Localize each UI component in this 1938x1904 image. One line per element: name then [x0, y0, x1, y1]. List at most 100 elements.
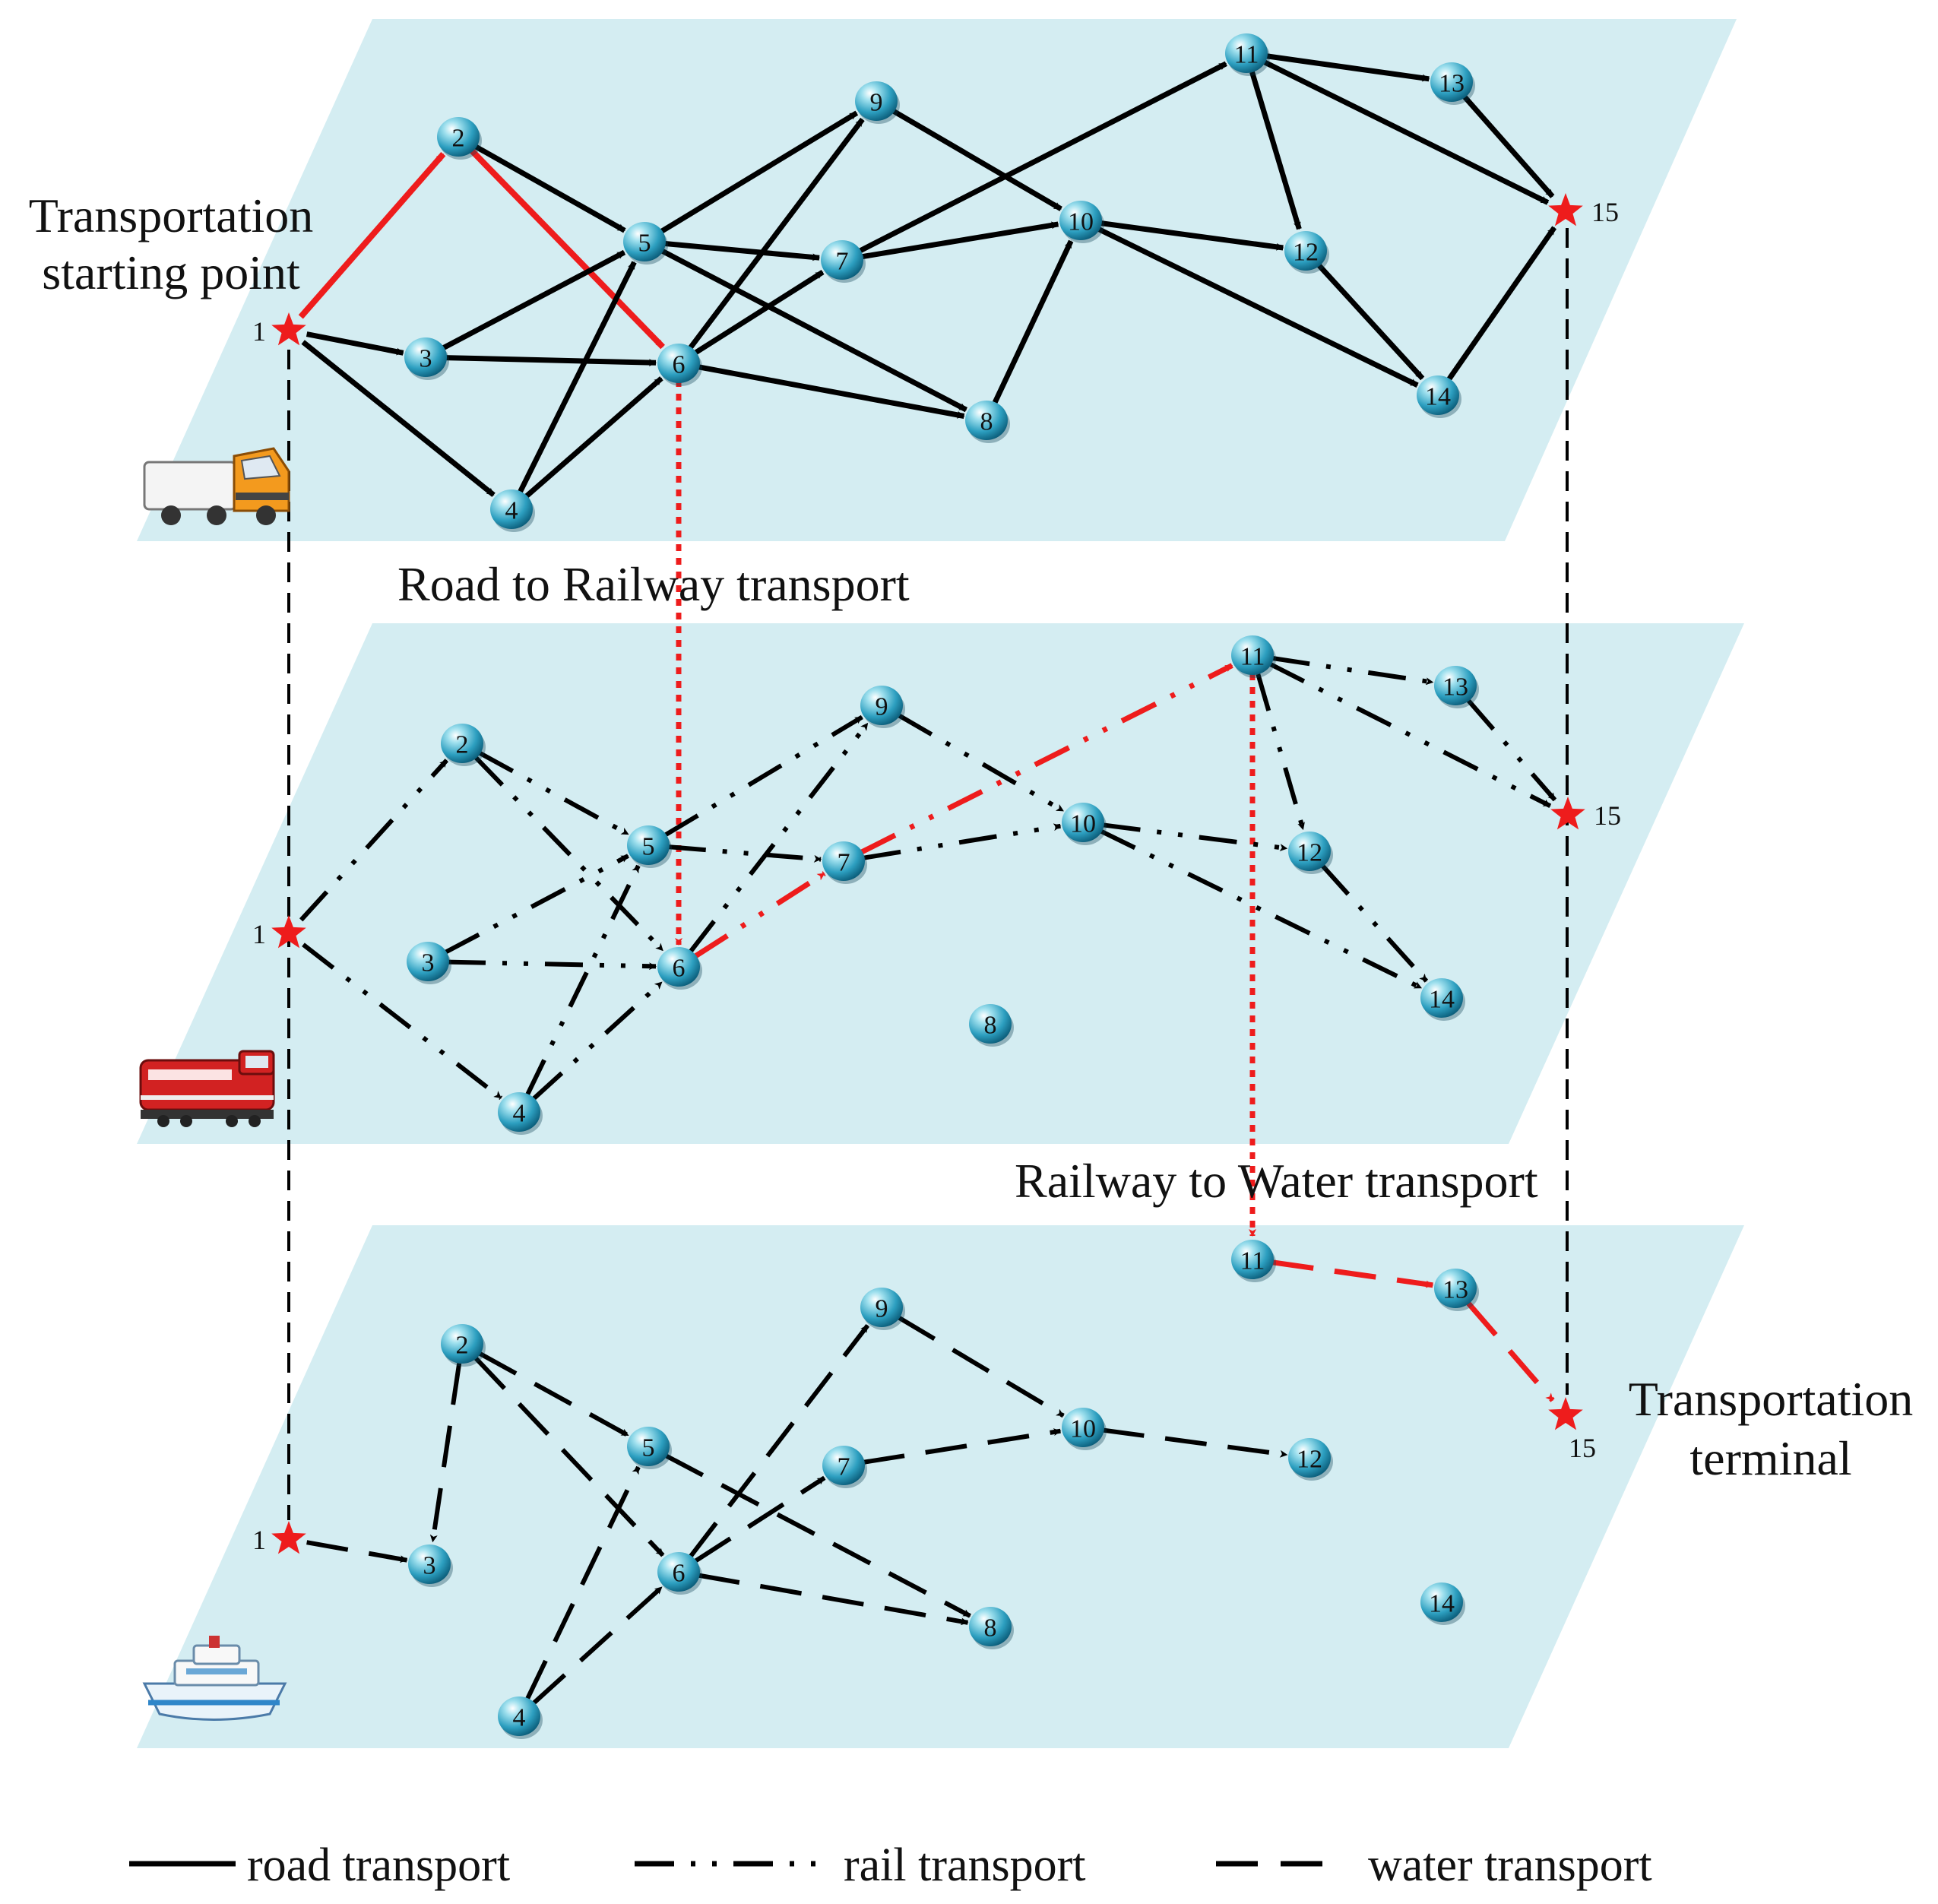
road-node-10: 10 — [1059, 201, 1104, 243]
water-edge-2-5 — [478, 1351, 630, 1438]
road-edge-4-6 — [524, 376, 663, 499]
rail-node-4: 4 — [498, 1092, 543, 1135]
start-label-line2: starting point — [42, 246, 300, 299]
rail-node-8-label: 8 — [984, 1012, 997, 1040]
sphere-icon — [1288, 1438, 1331, 1478]
rail-edge-12-14 — [1321, 864, 1429, 983]
rail-node-3: 3 — [407, 942, 451, 984]
sphere-icon — [657, 947, 700, 987]
road-node-1: 1 — [252, 312, 306, 347]
rail-edge-2-5 — [478, 750, 630, 837]
road-edge-1-2-highlight — [298, 151, 446, 319]
water-edge-4-6 — [532, 1585, 663, 1705]
rail-node-3-label: 3 — [422, 949, 435, 977]
water-node-8: 8 — [969, 1607, 1014, 1649]
rail-node-14: 14 — [1420, 978, 1465, 1021]
road-to-rail-label: Road to Railway transport — [397, 557, 910, 611]
water-node-13-label: 13 — [1442, 1276, 1468, 1304]
road-node-14-label: 14 — [1425, 383, 1451, 411]
road-edge-2-5 — [473, 144, 626, 233]
road-node-2: 2 — [437, 117, 482, 160]
water-layer-plane — [137, 1225, 1744, 1748]
water-node-9: 9 — [860, 1288, 905, 1330]
sphere-icon — [855, 81, 898, 121]
road-node-15: 15 — [1548, 193, 1619, 227]
rail-node-10-label: 10 — [1070, 810, 1096, 838]
star-icon — [1550, 797, 1585, 830]
rail-edge-2-6 — [473, 756, 665, 952]
road-edge-14-15 — [1446, 226, 1557, 381]
road-edge-1-3 — [306, 331, 404, 356]
water-node-3: 3 — [408, 1544, 453, 1587]
water-edge-9-10 — [897, 1315, 1065, 1418]
rail-node-4-label: 4 — [513, 1100, 526, 1128]
rail-edge-11-13 — [1271, 655, 1434, 686]
water-node-11: 11 — [1231, 1240, 1276, 1282]
rail-node-1-label: 1 — [252, 919, 266, 949]
water-node-3-label: 3 — [423, 1552, 436, 1580]
rail-edge-1-4 — [302, 942, 503, 1100]
water-edge-2-6 — [473, 1356, 665, 1557]
road-edge-5-9 — [660, 110, 859, 234]
water-node-7: 7 — [822, 1446, 867, 1488]
rail-node-11-label: 11 — [1240, 643, 1265, 671]
rail-edge-9-10 — [897, 713, 1065, 813]
water-node-7-label: 7 — [838, 1453, 850, 1481]
water-node-10-label: 10 — [1070, 1415, 1096, 1443]
road-edge-9-10 — [891, 109, 1062, 211]
road-edge-4-5 — [518, 261, 637, 493]
rail-node-13-label: 13 — [1442, 673, 1468, 702]
star-icon — [1548, 1397, 1583, 1430]
water-edge-7-10 — [863, 1428, 1062, 1465]
road-node-8-label: 8 — [980, 408, 993, 436]
road-node-6-label: 6 — [673, 351, 686, 379]
road-edge-10-14 — [1097, 227, 1419, 388]
sphere-icon — [1062, 1408, 1104, 1447]
sphere-icon — [822, 1446, 865, 1485]
rail-edge-5-7 — [667, 844, 822, 863]
rail-node-6: 6 — [657, 947, 702, 990]
sphere-icon — [860, 1288, 903, 1327]
road-edge-3-5 — [442, 249, 626, 350]
water-edge-10-12 — [1102, 1427, 1288, 1458]
water-node-6: 6 — [657, 1552, 702, 1595]
ship-icon — [142, 1636, 287, 1721]
sphere-icon — [1231, 635, 1274, 675]
legend-road-label: road transport — [247, 1839, 510, 1891]
sphere-icon — [969, 1004, 1012, 1044]
rail-node-10: 10 — [1062, 803, 1107, 845]
road-node-9: 9 — [855, 81, 900, 124]
sphere-icon — [965, 401, 1008, 440]
water-edge-4-5 — [525, 1465, 641, 1700]
sphere-icon — [404, 337, 447, 377]
legend: road transport rail transport water tran… — [129, 1839, 1652, 1891]
water-node-9-label: 9 — [876, 1295, 888, 1323]
road-edge-6-7 — [694, 270, 825, 356]
water-node-5: 5 — [627, 1427, 672, 1469]
rail-edge-6-7-highlight — [694, 871, 826, 958]
road-edge-6-8 — [697, 364, 965, 419]
water-node-2: 2 — [441, 1324, 486, 1367]
sphere-icon — [623, 222, 666, 261]
sphere-icon — [627, 825, 670, 865]
sphere-icon — [441, 1324, 483, 1364]
road-edge-1-4 — [301, 340, 496, 497]
road-edge-8-10 — [992, 239, 1074, 404]
road-node-13: 13 — [1430, 62, 1475, 105]
sphere-icon — [408, 1544, 451, 1584]
sphere-icon — [1434, 666, 1477, 705]
sphere-icon — [1420, 1582, 1463, 1622]
road-edge-12-14 — [1317, 263, 1425, 381]
water-edge-6-9 — [689, 1323, 870, 1558]
sphere-icon — [490, 489, 533, 529]
road-node-5: 5 — [623, 222, 668, 265]
star-icon — [271, 312, 306, 346]
road-node-6: 6 — [657, 344, 702, 386]
road-node-3-label: 3 — [420, 345, 432, 373]
rail-node-9-label: 9 — [876, 693, 888, 721]
water-node-14-label: 14 — [1429, 1590, 1455, 1618]
road-edge-6-9 — [688, 117, 865, 350]
road-edge-13-15 — [1462, 95, 1555, 198]
road-edge-7-11 — [858, 61, 1227, 254]
